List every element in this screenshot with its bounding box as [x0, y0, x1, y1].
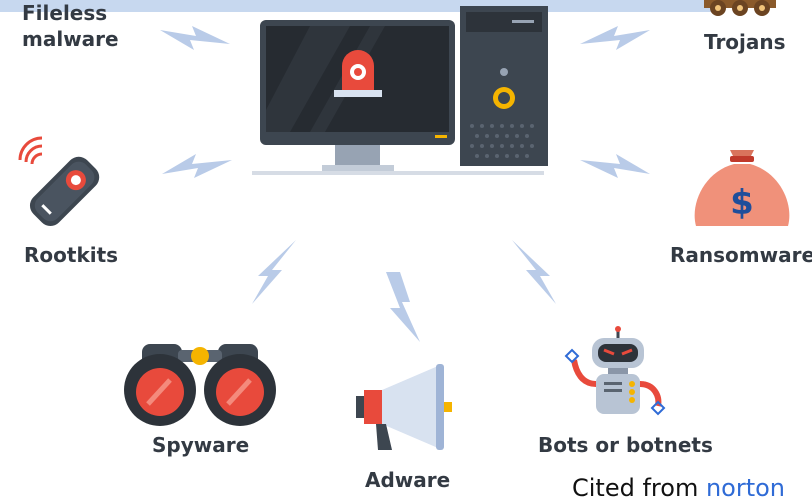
label-rootkits: Rootkits	[24, 243, 119, 267]
label-bots-or-botnets: Bots or botnets	[538, 433, 713, 457]
binoculars-icon	[124, 344, 276, 426]
label-fileless-malware: Fileless malware	[22, 1, 119, 52]
tower-vents	[470, 124, 534, 158]
label-trojans: Trojans	[704, 30, 786, 54]
citation: Cited from norton	[572, 474, 785, 502]
computer-icon	[252, 6, 548, 175]
rootkit-remote-icon	[18, 136, 100, 227]
citation-link[interactable]: norton	[705, 474, 786, 502]
label-fileless-line1: Fileless	[22, 1, 108, 25]
robot-icon	[564, 326, 666, 416]
label-ransomware: Ransomware	[670, 243, 812, 267]
label-spyware: Spyware	[152, 433, 250, 457]
citation-prefix: Cited from	[572, 474, 706, 502]
bolt-icon-trojans	[580, 26, 650, 50]
bolt-icon-fileless	[160, 26, 230, 50]
bolt-icon-bots	[512, 240, 556, 304]
megaphone-icon	[356, 364, 452, 450]
money-bag-icon: $	[694, 150, 790, 226]
bolt-icon-spyware	[252, 240, 296, 304]
trojan-horse-icon	[704, 0, 776, 16]
bolt-icon-rootkits	[162, 154, 232, 178]
alarm-siren-icon	[334, 50, 382, 97]
label-adware: Adware	[365, 468, 451, 492]
ransom-dollar-sign: $	[730, 183, 754, 223]
bolt-icon-ransomware	[580, 154, 650, 178]
label-fileless-line2: malware	[22, 27, 119, 51]
bolt-icon-adware	[386, 272, 420, 342]
